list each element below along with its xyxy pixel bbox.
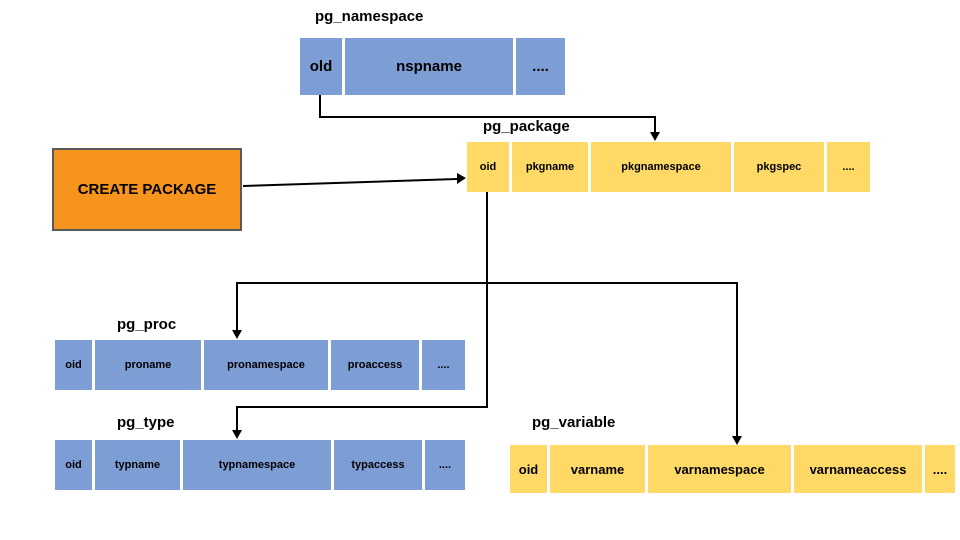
arrow-create-to-package xyxy=(242,173,466,187)
table-cell: .... xyxy=(925,445,955,493)
table-cell: old xyxy=(300,38,342,95)
pg-namespace-table: old nspname .... xyxy=(300,38,565,95)
pg-namespace-title: pg_namespace xyxy=(315,8,424,25)
table-cell: oid xyxy=(55,440,92,490)
table-cell: proname xyxy=(95,340,201,390)
table-cell: .... xyxy=(422,340,465,390)
pg-package-title: pg_package xyxy=(483,118,570,135)
table-cell: typname xyxy=(95,440,180,490)
table-cell: .... xyxy=(425,440,465,490)
pg-variable-title: pg_variable xyxy=(532,414,616,431)
pg-proc-table: oid proname pronamespace proaccess .... xyxy=(55,340,465,390)
table-cell: oid xyxy=(467,142,509,192)
table-cell: nspname xyxy=(345,38,513,95)
pg-package-table: oid pkgname pkgnamespace pkgspec .... xyxy=(467,142,870,192)
pg-type-table: oid typname typnamespace typaccess .... xyxy=(55,440,465,490)
create-package-box: CREATE PACKAGE xyxy=(52,148,242,231)
pg-proc-title: pg_proc xyxy=(117,316,177,333)
table-cell: varnameaccess xyxy=(794,445,922,493)
table-cell: pkgname xyxy=(512,142,588,192)
table-cell: proaccess xyxy=(331,340,419,390)
arrow-namespace-to-package xyxy=(319,95,660,141)
table-cell: .... xyxy=(516,38,565,95)
table-cell: pronamespace xyxy=(204,340,328,390)
table-cell: varnamespace xyxy=(648,445,791,493)
table-cell: typaccess xyxy=(334,440,422,490)
create-package-label: CREATE PACKAGE xyxy=(77,181,217,198)
table-cell: varname xyxy=(550,445,645,493)
table-cell: typnamespace xyxy=(183,440,331,490)
pg-type-title: pg_type xyxy=(117,414,175,431)
table-cell: .... xyxy=(827,142,870,192)
table-cell: oid xyxy=(510,445,547,493)
pg-variable-table: oid varname varnamespace varnameaccess .… xyxy=(510,445,955,493)
table-cell: oid xyxy=(55,340,92,390)
table-cell: pkgnamespace xyxy=(591,142,731,192)
table-cell: pkgspec xyxy=(734,142,824,192)
arrow-package-to-type xyxy=(232,192,488,439)
